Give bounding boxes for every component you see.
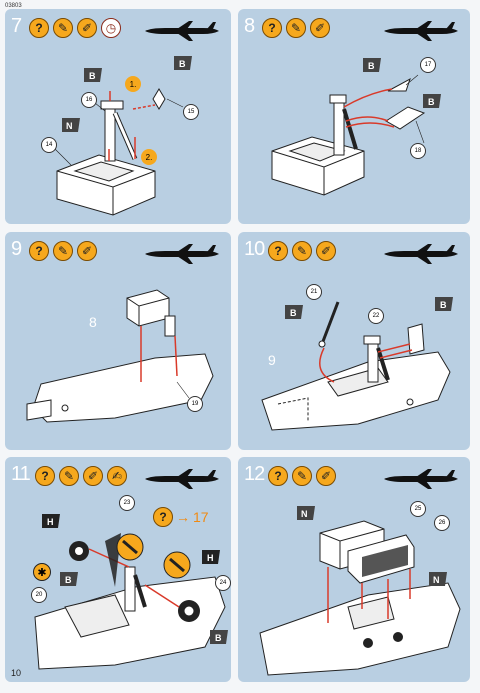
step-10-drawing	[261, 301, 451, 431]
step-8-panel: 8 ? ✎ ✐ B B 17 18	[238, 9, 470, 224]
refer-step-callout: ? → 17	[153, 507, 209, 527]
glue-icon: ✐	[316, 466, 336, 486]
tool-icons: ? ✎ ✐	[268, 241, 336, 261]
step-12-drawing	[259, 520, 461, 676]
part-20: 20	[31, 587, 47, 603]
clock-icon: ◷	[101, 18, 121, 38]
svg-text:N: N	[301, 509, 308, 519]
flag-h-tag: H	[202, 550, 220, 564]
tool-icons: ? ✎ ✐	[268, 466, 336, 486]
flag-b-tag: B	[435, 297, 453, 311]
step-7-panel: 7 ? ✎ ✐ ◷ B B N 1. 2. 16 15 14	[5, 9, 231, 224]
doc-code: 03803	[5, 3, 22, 9]
arrow-right-icon: →	[176, 509, 190, 525]
help-icon: ?	[35, 466, 55, 486]
step-number: 11	[11, 463, 31, 485]
substep-1-badge: 1.	[125, 76, 141, 92]
svg-text:N: N	[433, 575, 440, 585]
step-number: 7	[11, 15, 22, 37]
part-25: 25	[410, 501, 426, 517]
glue-icon: ✐	[316, 241, 336, 261]
flag-h-tag: H	[42, 514, 60, 528]
ghost-step-ref: 9	[268, 352, 276, 368]
sun-icon: ✱	[33, 563, 51, 581]
flag-b-tag: B	[84, 68, 102, 82]
part-15: 15	[183, 104, 199, 120]
step-number: 10	[244, 238, 265, 260]
flag-b-tag: B	[363, 58, 381, 72]
svg-text:B: B	[89, 71, 96, 81]
help-icon: ?	[29, 18, 49, 38]
part-16: 16	[81, 92, 97, 108]
glue-icon: ✐	[310, 18, 330, 38]
tool-icons: ? ✎ ✐	[29, 241, 97, 261]
step-number: 9	[11, 238, 22, 260]
step-7-drawing	[54, 88, 184, 216]
step-11-panel: 11 ? ✎ ✐ ✍ ? → 17 H H B B ✱ 20 23 24 10	[5, 457, 231, 682]
flag-b-tag: B	[285, 305, 303, 319]
svg-text:H: H	[207, 553, 214, 563]
part-24: 24	[215, 575, 231, 591]
glue-icon: ✐	[77, 18, 97, 38]
svg-text:B: B	[65, 575, 72, 585]
help-icon: ?	[262, 18, 282, 38]
part-22: 22	[368, 308, 384, 324]
svg-text:B: B	[428, 97, 435, 107]
svg-text:B: B	[215, 633, 222, 643]
part-21: 21	[306, 284, 322, 300]
refer-step-number: 17	[193, 509, 209, 525]
knife-icon: ✎	[59, 466, 79, 486]
flag-b-tag: B	[423, 94, 441, 108]
part-26: 26	[434, 515, 450, 531]
step-9-panel: 9 ? ✎ ✐ 8 19	[5, 232, 231, 450]
ghost-step-ref: 8	[89, 314, 97, 330]
help-icon: ?	[29, 241, 49, 261]
step-9-drawing	[26, 289, 214, 423]
part-18: 18	[410, 143, 426, 159]
knife-icon: ✎	[53, 241, 73, 261]
flag-b-tag: B	[210, 630, 228, 644]
part-19: 19	[187, 396, 203, 412]
step-number: 8	[244, 15, 255, 37]
svg-text:H: H	[47, 517, 54, 527]
svg-text:N: N	[66, 121, 73, 131]
step-number: 12	[244, 463, 265, 485]
flag-b-tag: B	[174, 56, 192, 70]
svg-text:B: B	[290, 308, 297, 318]
help-icon: ?	[153, 507, 173, 527]
step-10-panel: 10 ? ✎ ✐ 9 B B 21 22	[238, 232, 470, 450]
svg-text:B: B	[440, 300, 447, 310]
knife-icon: ✎	[53, 18, 73, 38]
knife-icon: ✎	[292, 466, 312, 486]
knife-icon: ✎	[292, 241, 312, 261]
flag-n-tag: N	[297, 506, 315, 520]
part-23: 23	[119, 495, 135, 511]
glue-icon: ✐	[77, 241, 97, 261]
tool-icons: ? ✎ ✐	[262, 18, 330, 38]
help-icon: ?	[268, 466, 288, 486]
step-8-drawing	[271, 74, 426, 196]
part-14: 14	[41, 137, 57, 153]
step-12-panel: 12 ? ✎ ✐ N N 25 26	[238, 457, 470, 682]
substep-2-badge: 2.	[141, 149, 157, 165]
page-number: 10	[11, 668, 22, 678]
svg-text:B: B	[179, 59, 186, 69]
tool-icons: ? ✎ ✐ ✍	[35, 466, 127, 486]
step-11-drawing	[34, 533, 226, 670]
knife-icon: ✎	[286, 18, 306, 38]
part-17: 17	[420, 57, 436, 73]
glue-icon: ✐	[83, 466, 103, 486]
help-icon: ?	[268, 241, 288, 261]
flag-n-tag: N	[62, 118, 80, 132]
svg-text:B: B	[368, 61, 375, 71]
paint-icon: ✍	[107, 466, 127, 486]
tool-icons: ? ✎ ✐ ◷	[29, 18, 121, 38]
flag-n-tag: N	[429, 572, 447, 586]
flag-b-tag: B	[60, 572, 78, 586]
